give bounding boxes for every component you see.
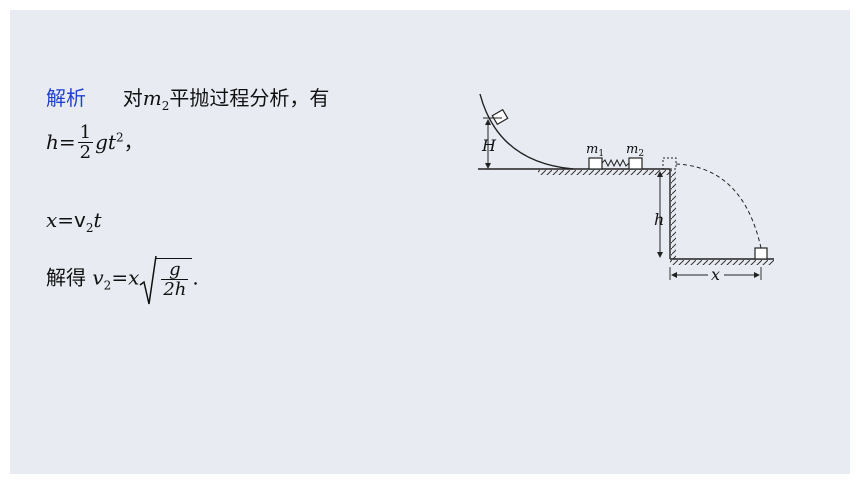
h-arrow-down — [657, 252, 663, 258]
result-x: x — [128, 265, 140, 290]
result-prefix: 解得 — [46, 265, 86, 290]
intro-suffix: 平抛过程分析，有 — [169, 86, 330, 110]
result-tail: . — [192, 265, 199, 290]
eq1-power: 2 — [115, 130, 124, 145]
dashed-block-edge — [662, 157, 677, 170]
block-m1 — [588, 157, 603, 170]
label-m2: m2 — [626, 142, 644, 159]
projectile-path — [675, 163, 762, 249]
spring — [601, 158, 630, 168]
solution-intro-line: 解析 对m2平抛过程分析，有 — [46, 82, 329, 113]
eq2-lhs: x — [46, 208, 58, 232]
label-H: H — [481, 136, 497, 155]
result-frac-bar — [161, 279, 189, 280]
H-arrow-up — [485, 119, 491, 125]
eq1-tail: ， — [123, 130, 144, 154]
result-var-sub: 2 — [103, 278, 112, 293]
block-m2 — [628, 157, 643, 170]
landing-block — [754, 247, 768, 260]
result-frac-num: g — [169, 259, 181, 280]
eq1-lhs: h — [46, 130, 59, 154]
ramp-block — [491, 108, 509, 126]
eq2-var: v — [74, 208, 86, 232]
cliff-hatch — [671, 170, 676, 259]
eq2-rest: t — [93, 208, 102, 232]
label-x: x — [711, 265, 720, 282]
intro-prefix: 对 — [122, 86, 143, 110]
label-m1: m1 — [586, 142, 604, 159]
eq1-frac-den: 2 — [79, 142, 92, 163]
h-arrow-up — [657, 171, 663, 177]
upper-ground-hatch — [538, 170, 670, 175]
intro-mass-sub: 2 — [161, 99, 170, 113]
intro-mass: m — [142, 86, 162, 110]
eq2-equals: = — [57, 208, 75, 232]
H-arrow-down — [485, 163, 491, 169]
physics-diagram: H m1 m2 h — [478, 93, 774, 282]
lower-ground-hatch — [670, 260, 774, 265]
result-frac-den: 2h — [163, 279, 187, 300]
label-h: h — [654, 210, 664, 229]
result-equals: = — [111, 265, 129, 290]
eq1-frac-num: 1 — [79, 122, 92, 143]
eq1-rest: gt — [95, 130, 116, 154]
x-arrow-right — [754, 272, 760, 278]
solution-label: 解析 — [46, 86, 86, 110]
result-var: v — [92, 265, 104, 290]
eq2-var-sub: 2 — [85, 221, 94, 235]
sqrt-radical-icon — [139, 255, 158, 305]
curved-ramp — [479, 93, 574, 170]
eq1-equals: = — [58, 130, 76, 154]
eq1-frac-bar — [77, 142, 94, 143]
x-arrow-left — [671, 272, 677, 278]
equation-horizontal: x=v2t — [46, 208, 102, 235]
